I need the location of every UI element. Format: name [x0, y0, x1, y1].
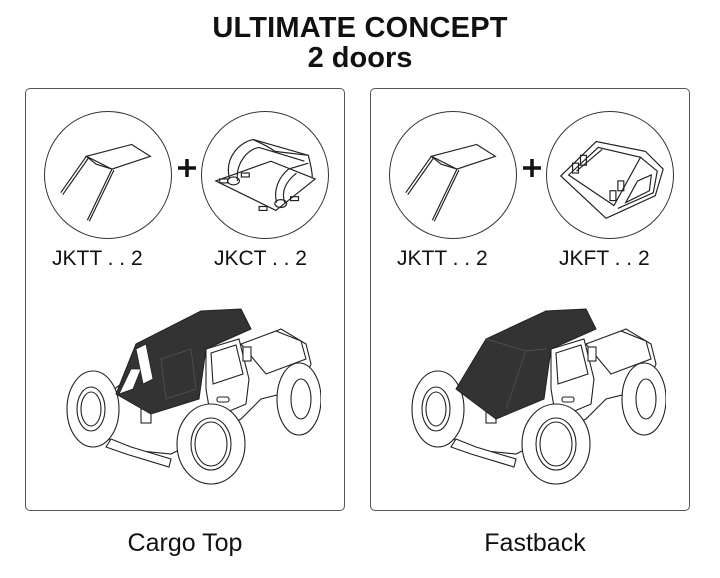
part-label-jktt: JKTT . . 2: [52, 247, 143, 270]
jeep-cargo-top-illustration: [61, 289, 321, 489]
cargo-top-icon: [201, 111, 329, 239]
caption-fastback: Fastback: [484, 529, 586, 557]
page-subtitle: 2 doors: [307, 42, 413, 74]
fastback-top-icon: [546, 111, 674, 239]
part-label-jkct: JKCT . . 2: [214, 247, 307, 270]
part-label-jktt: JKTT . . 2: [397, 247, 488, 270]
plus-icon: [519, 155, 545, 181]
panel-cargo-top: JKTT . . 2 JKCT . . 2: [25, 88, 345, 511]
plus-icon: [174, 155, 200, 181]
page-title: ULTIMATE CONCEPT: [212, 12, 508, 44]
soft-top-frame-icon: [389, 111, 517, 239]
soft-top-frame-icon: [44, 111, 172, 239]
panel-fastback: JKTT . . 2 JKFT . . 2: [370, 88, 690, 511]
caption-cargo-top: Cargo Top: [127, 529, 243, 557]
jeep-fastback-illustration: [406, 289, 666, 489]
part-label-jkft: JKFT . . 2: [559, 247, 650, 270]
